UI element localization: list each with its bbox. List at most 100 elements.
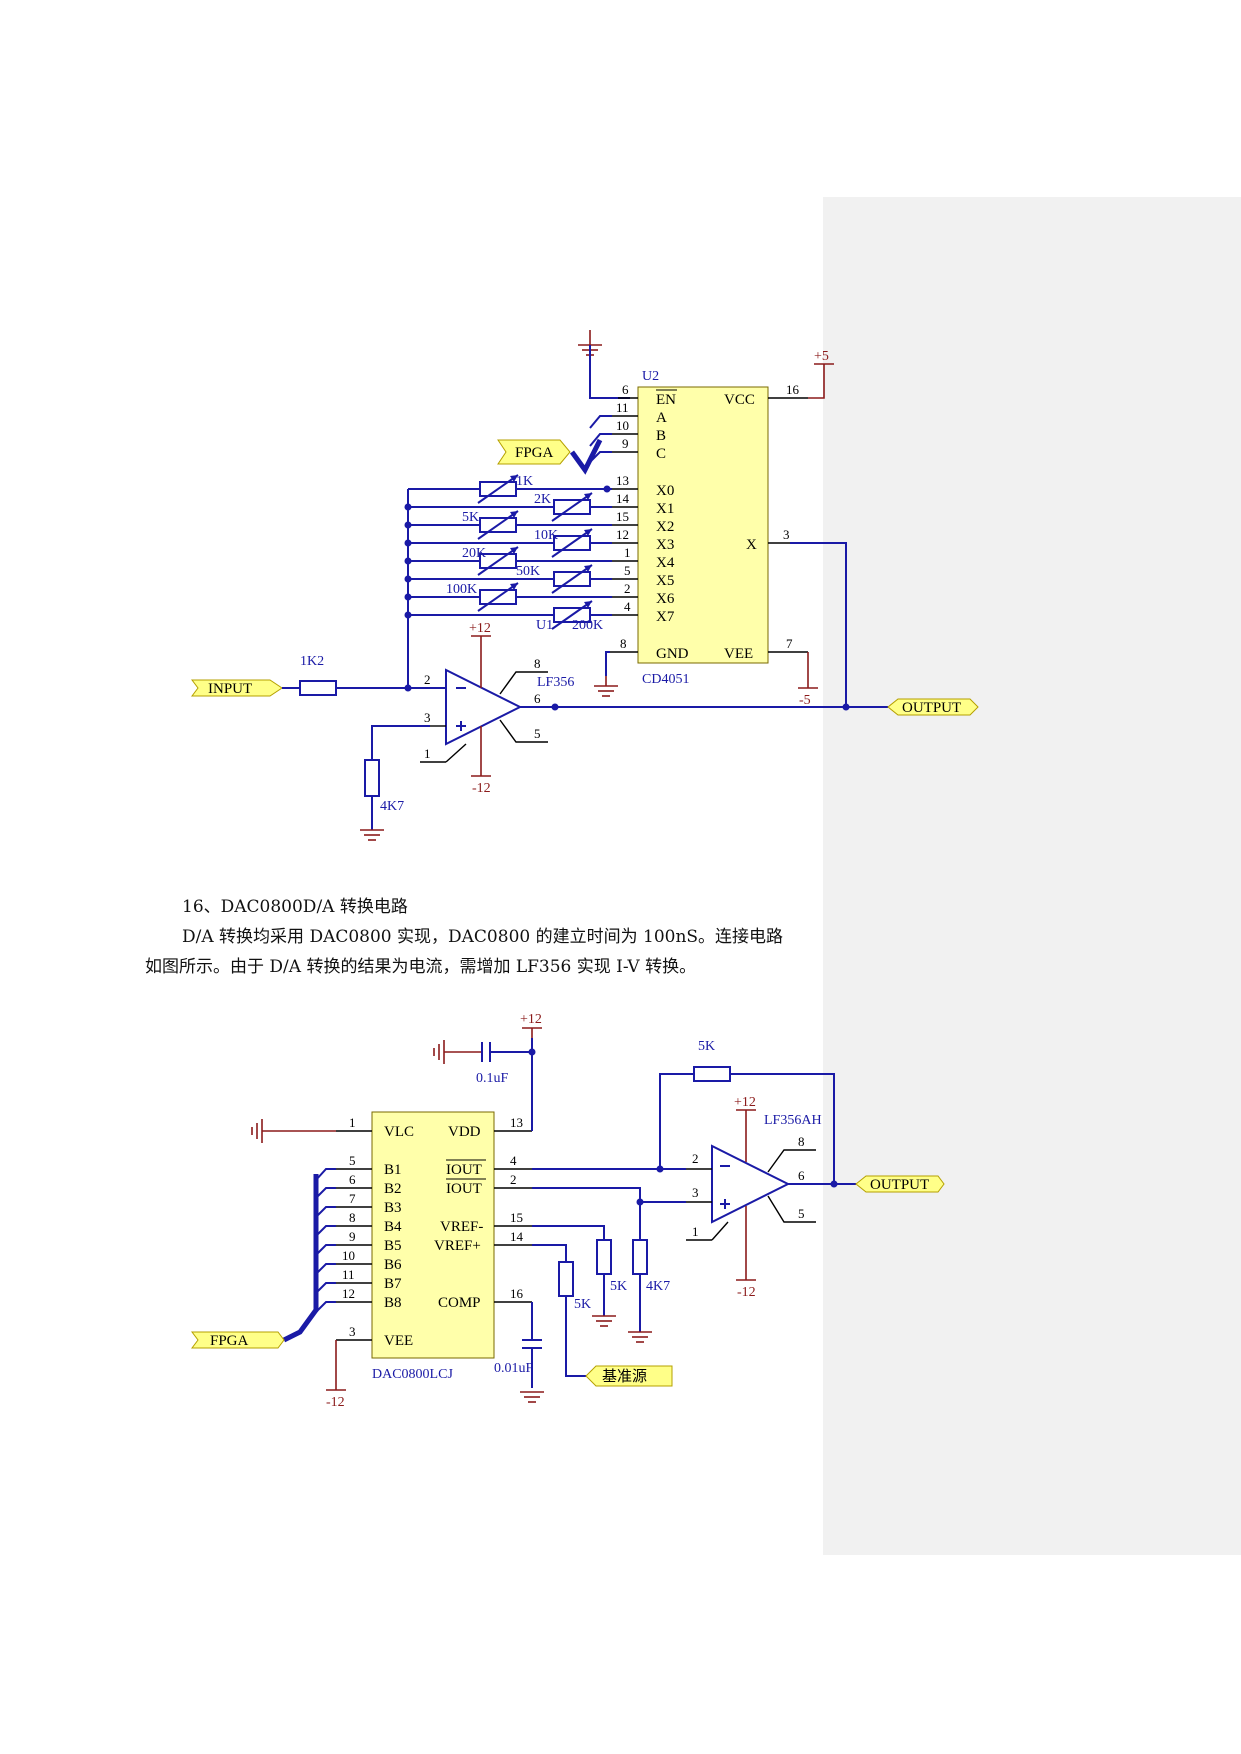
dac-pin-name: B3	[384, 1200, 402, 1216]
ground-symbol	[433, 1039, 445, 1065]
opamp-pin-num: 3	[424, 710, 431, 725]
resistor-label: 50K	[516, 564, 540, 579]
u2-pin-name: GND	[656, 646, 689, 662]
u2-pin-name: VEE	[724, 646, 753, 662]
u2-pin-num: 4	[624, 599, 631, 614]
opamp-pin-num: 6	[798, 1168, 805, 1183]
u2-pin-num: 8	[620, 636, 627, 651]
u2-pin-num: 16	[786, 382, 800, 397]
resistor-4k7	[632, 1239, 648, 1275]
cap-label: 0.01uF	[494, 1361, 534, 1376]
u2-pin-num: 3	[783, 527, 790, 542]
svg-text:OUTPUT: OUTPUT	[902, 700, 961, 716]
svg-text:基准源: 基准源	[602, 1368, 647, 1385]
u2-pin-num: 7	[786, 636, 793, 651]
opamp-vpos-label: +12	[469, 621, 491, 636]
u2-pin-num: 9	[622, 436, 629, 451]
u2-pin-name: X4	[656, 555, 675, 571]
u2-part-label: CD4051	[642, 672, 689, 687]
dac-left-pins	[336, 1130, 372, 1341]
reference-port: 基准源	[585, 1365, 673, 1387]
u2-pin-name: X6	[656, 591, 675, 607]
vee-supply-label: -5	[799, 693, 811, 708]
u2-pin-name: X	[746, 537, 757, 553]
ground-symbol	[577, 330, 603, 356]
u2-pin-num: 10	[616, 418, 629, 433]
circuit2-schematic: DAC0800LCJ 1 5 6 7 8 9 10 11 12 3 VLC B1…	[191, 1012, 945, 1410]
u2-pin-name: X3	[656, 537, 674, 553]
dac-pin-num: 12	[342, 1286, 355, 1301]
dac-pin-name: B5	[384, 1238, 402, 1254]
dac-part-label: DAC0800LCJ	[372, 1367, 453, 1382]
ground-symbol	[519, 1391, 545, 1403]
circuit1-schematic: U2 CD4051 6 11 10 9 13 14 15 12 1 5 2	[191, 330, 979, 841]
u2-pin-num: 14	[616, 491, 630, 506]
u2-pin-name: X2	[656, 519, 674, 535]
u2-pin-name: X7	[656, 609, 675, 625]
dac-pin-num: 13	[510, 1115, 523, 1130]
section-heading: 16、DAC0800D/A 转换电路	[182, 897, 408, 917]
resistor-1k2	[299, 680, 337, 696]
u2-left-pins	[610, 397, 638, 653]
u2-pin-num: 12	[616, 527, 629, 542]
opamp-pin-num: 6	[534, 691, 541, 706]
resistor-feedback	[693, 1066, 731, 1082]
dac-right-pins	[494, 1130, 532, 1303]
svg-text:OUTPUT: OUTPUT	[870, 1177, 929, 1193]
ground-symbol	[627, 1331, 653, 1343]
opamp-vneg-label: -12	[737, 1285, 756, 1300]
resistor-label: 5K	[698, 1039, 715, 1054]
vee-supply-label: -12	[326, 1395, 345, 1410]
opamp-pin-num: 5	[798, 1206, 805, 1221]
ground-symbol	[359, 829, 385, 841]
u2-pin-num: 11	[616, 400, 629, 415]
dac-pin-num: 3	[349, 1324, 356, 1339]
opamp-pin-num: 5	[534, 726, 541, 741]
ladder-junctions	[404, 485, 611, 692]
variable-resistor	[477, 582, 519, 612]
dac0800-chip-body	[371, 1111, 495, 1359]
paragraph-line: 如图所示。由于 D/A 转换的结果为电流，需增加 LF356 实现 I-V 转换…	[145, 957, 697, 977]
opamp-pin-num: 3	[692, 1185, 699, 1200]
resistor-label: 100K	[446, 582, 477, 597]
u2-pin-num: 1	[624, 545, 631, 560]
u1-ref-label: U1	[536, 618, 553, 633]
dac-pin-name: COMP	[438, 1295, 481, 1311]
resistor-label: 200K	[572, 618, 603, 633]
variable-resistor	[551, 492, 593, 522]
dac-pin-num: 4	[510, 1153, 517, 1168]
opamp-pin-num: 8	[798, 1134, 805, 1149]
fpga-port-c2: FPGA	[191, 1331, 285, 1349]
resistor-vref	[558, 1261, 574, 1297]
u2-pin-num: 6	[622, 382, 629, 397]
dac-pin-name: VDD	[448, 1124, 481, 1140]
opamp-part-label: LF356	[537, 675, 574, 690]
u2-pin-name: X5	[656, 573, 674, 589]
resistor-label: 1K2	[300, 654, 324, 669]
resistor-label: 2K	[534, 492, 551, 507]
paragraph-line: D/A 转换均采用 DAC0800 实现，DAC0800 的建立时间为 100n…	[182, 927, 784, 947]
opamp-pin-num: 1	[692, 1224, 699, 1239]
resistor-label: 1K	[516, 474, 533, 489]
svg-text:FPGA: FPGA	[515, 445, 554, 461]
opamp-vneg-label: -12	[472, 781, 491, 796]
dac-pin-num: 9	[349, 1229, 356, 1244]
variable-resistor	[551, 564, 593, 594]
dac-pin-num: 11	[342, 1267, 355, 1282]
u2-pin-name: C	[656, 446, 666, 462]
dac-pin-name: VREF-	[440, 1219, 483, 1235]
u2-pin-num: 13	[616, 473, 629, 488]
output-port: OUTPUT	[887, 698, 979, 716]
fpga-port-c1: FPGA	[497, 439, 571, 465]
ground-symbol	[593, 685, 619, 697]
fpga-bus	[282, 1174, 319, 1343]
u2-pin-name: X1	[656, 501, 674, 517]
dac-pin-num: 5	[349, 1153, 356, 1168]
dac-pin-name: B2	[384, 1181, 402, 1197]
dac-pin-num: 2	[510, 1172, 517, 1187]
dac-pin-name: VREF+	[434, 1238, 481, 1254]
svg-text:FPGA: FPGA	[210, 1333, 249, 1349]
resistor-5k	[596, 1239, 612, 1275]
dac-pin-num: 1	[349, 1115, 356, 1130]
